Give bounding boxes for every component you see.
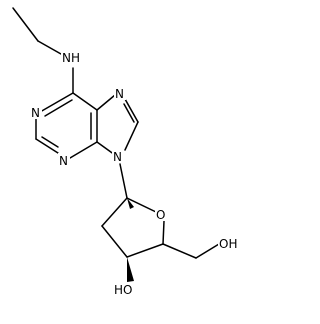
bond-c1prime-c2prime bbox=[101, 197, 128, 227]
atom-oh-5prime-label: OH bbox=[219, 237, 237, 251]
atom-n7-label: N bbox=[115, 87, 124, 101]
atom-n1-label: N bbox=[31, 106, 40, 120]
wedge-c3prime-oh bbox=[127, 257, 134, 282]
bond-ethyl-ch2-n bbox=[37, 40, 62, 55]
atom-oh-5prime: OH bbox=[218, 236, 242, 251]
atom-n1: N bbox=[30, 105, 42, 120]
atom-amine-h: H bbox=[70, 50, 81, 65]
atom-n3-label: N bbox=[59, 154, 68, 168]
atom-ring-o-label: O bbox=[156, 208, 165, 222]
bond-c5prime-o bbox=[195, 243, 220, 259]
atom-amine-h-label: H bbox=[71, 51, 80, 65]
atom-ho-3prime-label: HO bbox=[114, 283, 132, 297]
wedge-c1prime bbox=[127, 198, 134, 209]
bond-c6-n1-double bbox=[44, 99, 73, 117]
bond-c5-c6 bbox=[72, 92, 98, 111]
bond-c2-n3 bbox=[35, 138, 59, 154]
bond-n7-c8 bbox=[124, 98, 139, 123]
bond-c2prime-c3prime bbox=[101, 225, 128, 258]
bond-c6-n1 bbox=[39, 92, 74, 113]
bond-n3-c4 bbox=[69, 141, 98, 159]
atom-n7: N bbox=[114, 86, 126, 101]
atom-n9: N bbox=[112, 149, 124, 164]
bond-n9-c1prime bbox=[119, 163, 128, 199]
bond-c5-n7 bbox=[96, 94, 116, 111]
molecule-structure: N H N N N N O OH HO bbox=[12, 7, 242, 297]
bond-c3prime-c4prime bbox=[126, 243, 164, 258]
atom-n9-label: N bbox=[113, 150, 122, 164]
bond-c8-n9 bbox=[124, 121, 139, 151]
bond-c4prime-o bbox=[162, 220, 165, 245]
bond-o-c1prime bbox=[126, 197, 157, 213]
bond-ethyl-terminal bbox=[12, 7, 39, 42]
atom-ring-o: O bbox=[155, 207, 168, 222]
bond-c2-n3-double bbox=[41, 136, 59, 148]
bond-n7-c8-double bbox=[123, 103, 135, 123]
atom-n3: N bbox=[58, 153, 70, 168]
bond-c4prime-c5prime bbox=[162, 243, 197, 259]
atom-amine-n-label: N bbox=[62, 51, 71, 65]
atom-ho-3prime: HO bbox=[113, 282, 137, 297]
